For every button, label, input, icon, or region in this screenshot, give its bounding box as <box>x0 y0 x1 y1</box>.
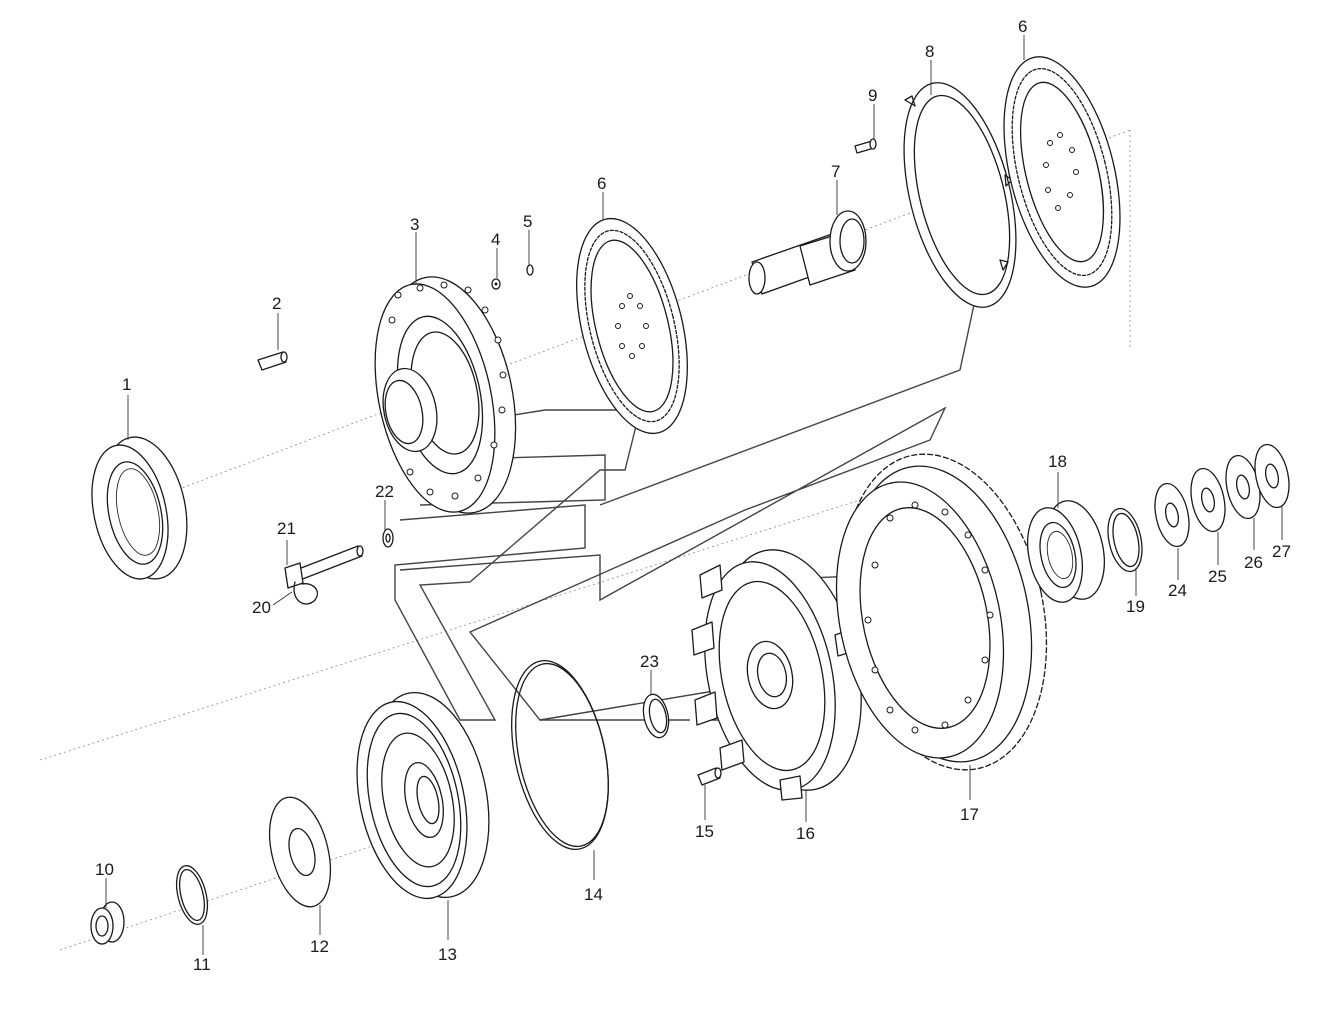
callout-labels: 1 2 3 4 5 6 6 7 8 9 10 11 12 13 14 15 16… <box>95 17 1291 974</box>
part-14-o-ring <box>511 659 609 851</box>
callout-21: 21 <box>277 519 296 538</box>
part-19-ring <box>1107 507 1143 573</box>
callout-leaders <box>105 35 1283 955</box>
callout-8: 8 <box>925 42 934 61</box>
callout-6-left: 6 <box>597 174 606 193</box>
callout-27: 27 <box>1272 542 1291 561</box>
callout-13: 13 <box>438 945 457 964</box>
callout-19: 19 <box>1126 597 1145 616</box>
part-18-bearing <box>1027 500 1105 603</box>
part-20-lock-wire <box>293 581 318 605</box>
callout-2: 2 <box>272 294 281 313</box>
part-2-pin <box>257 351 288 371</box>
callout-11: 11 <box>193 955 211 974</box>
part-5-washer <box>526 264 534 276</box>
part-25-shim <box>1190 467 1226 533</box>
callout-14: 14 <box>584 885 603 904</box>
callout-22: 22 <box>375 482 394 501</box>
callout-20: 20 <box>252 598 271 617</box>
callout-6-right: 6 <box>1018 17 1027 36</box>
part-9-bolt <box>854 138 877 154</box>
part-3-housing <box>374 276 517 514</box>
callout-5: 5 <box>523 212 532 231</box>
part-16-planet-carrier <box>691 549 862 801</box>
part-1-bearing <box>91 436 188 580</box>
part-15-dowel-pin <box>697 767 722 786</box>
callout-10: 10 <box>95 860 114 879</box>
part-6-friction-disc-left <box>576 217 688 435</box>
callout-15: 15 <box>695 822 714 841</box>
part-11-snap-ring <box>175 865 209 925</box>
callout-16: 16 <box>796 824 815 843</box>
part-17-ring-gear <box>835 453 1048 771</box>
callout-18: 18 <box>1048 452 1067 471</box>
callout-9: 9 <box>868 86 877 105</box>
housing-bolt-holes <box>388 281 507 500</box>
carrier-lugs <box>691 564 803 801</box>
part-21-shaft-pin <box>284 545 364 589</box>
callout-24: 24 <box>1168 581 1187 600</box>
part-10-small-bearing <box>90 901 125 945</box>
part-23-seal-ring <box>642 693 670 739</box>
assembly-axes <box>39 129 1131 951</box>
callout-12: 12 <box>310 937 329 956</box>
part-24-shim <box>1154 482 1190 548</box>
part-6-friction-disc-right <box>1003 56 1121 288</box>
callout-17: 17 <box>960 805 979 824</box>
callout-4: 4 <box>491 230 500 249</box>
callout-3: 3 <box>410 215 419 234</box>
part-7-splined-shaft <box>748 210 867 295</box>
callout-7: 7 <box>831 162 840 181</box>
callout-23: 23 <box>640 652 659 671</box>
part-13-drum <box>356 691 490 900</box>
part-12-thrust-washer <box>268 796 332 908</box>
part-27-shim <box>1254 443 1290 509</box>
part-8-separator-plate <box>903 82 1017 308</box>
part-22-washer <box>382 528 394 548</box>
callout-26: 26 <box>1244 553 1263 572</box>
part-26-shim <box>1225 454 1261 520</box>
callout-1: 1 <box>122 375 131 394</box>
callout-25: 25 <box>1208 567 1227 586</box>
part-4-nut <box>491 278 501 290</box>
